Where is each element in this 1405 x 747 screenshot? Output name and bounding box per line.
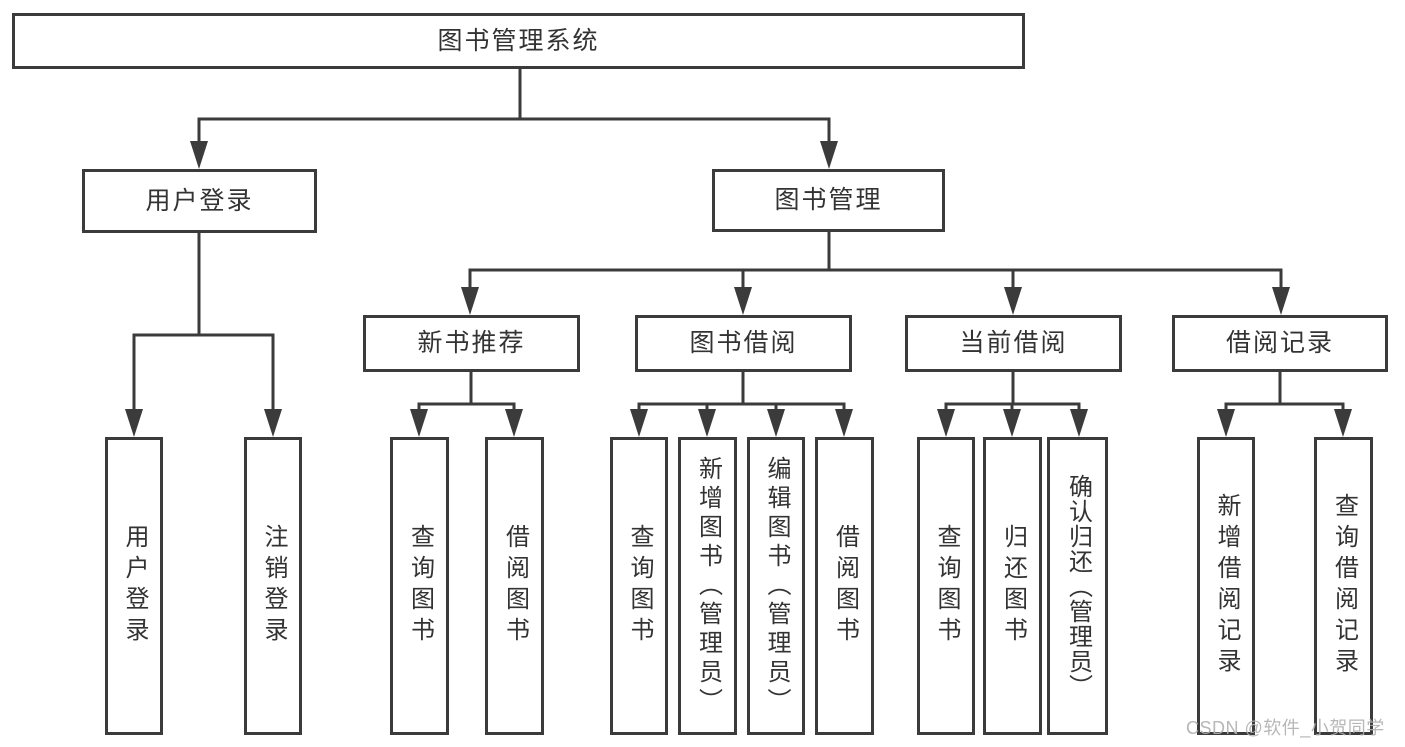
node-label: 归还图书 [999, 524, 1027, 648]
node-label: 用户登录 [121, 524, 148, 648]
node-label: 借阅图书 [501, 524, 529, 648]
node-borrowing-records: 借阅记录 [1172, 315, 1388, 372]
node-label: 编辑图书（管理员） [763, 455, 790, 717]
node-book-borrowing: 图书借阅 [635, 315, 852, 372]
node-borrow-books-recommend: 借阅图书 [485, 437, 544, 735]
node-return-books: 归还图书 [983, 437, 1042, 735]
node-label: 图书管理 [774, 186, 883, 214]
node-user-login-op: 用户登录 [105, 437, 163, 735]
node-label: 查询图书 [933, 524, 960, 648]
node-confirm-return-admin: 确认归还（管理员） [1047, 437, 1108, 735]
node-label: 图书借阅 [689, 329, 798, 357]
node-label: 新增借阅记录 [1213, 493, 1240, 679]
node-query-books-recommend: 查询图书 [390, 437, 449, 735]
node-label: 当前借阅 [959, 329, 1068, 357]
node-label: 图书管理系统 [437, 26, 600, 55]
node-label: 查询图书 [626, 524, 653, 648]
node-label: 查询图书 [406, 524, 434, 648]
node-label: 查询借阅记录 [1330, 493, 1358, 679]
node-label: 借阅记录 [1225, 329, 1334, 357]
node-label: 新增图书（管理员） [694, 455, 722, 717]
node-label: 注销登录 [260, 524, 287, 648]
node-current-borrowing: 当前借阅 [905, 315, 1122, 372]
node-add-books-admin: 新增图书（管理员） [678, 437, 737, 735]
node-label: 借阅图书 [831, 524, 859, 648]
node-borrow-books-borrowing: 借阅图书 [815, 437, 874, 735]
node-user-login: 用户登录 [82, 169, 317, 233]
node-query-books-current: 查询图书 [917, 437, 975, 735]
node-edit-books-admin: 编辑图书（管理员） [747, 437, 805, 735]
node-new-book-recommend: 新书推荐 [363, 315, 580, 372]
node-library-management-system: 图书管理系统 [12, 13, 1025, 69]
node-label: 新书推荐 [417, 329, 526, 357]
csdn-watermark: CSDN @软件_小贺同学 [1186, 718, 1385, 738]
node-add-borrow-record: 新增借阅记录 [1197, 437, 1255, 735]
node-label: 确认归还（管理员） [1064, 473, 1092, 699]
node-book-management: 图书管理 [712, 169, 945, 232]
node-label: 用户登录 [145, 186, 254, 215]
node-query-books-borrowing: 查询图书 [610, 437, 668, 735]
node-query-borrow-record: 查询借阅记录 [1314, 437, 1373, 735]
node-logout-op: 注销登录 [244, 437, 302, 735]
